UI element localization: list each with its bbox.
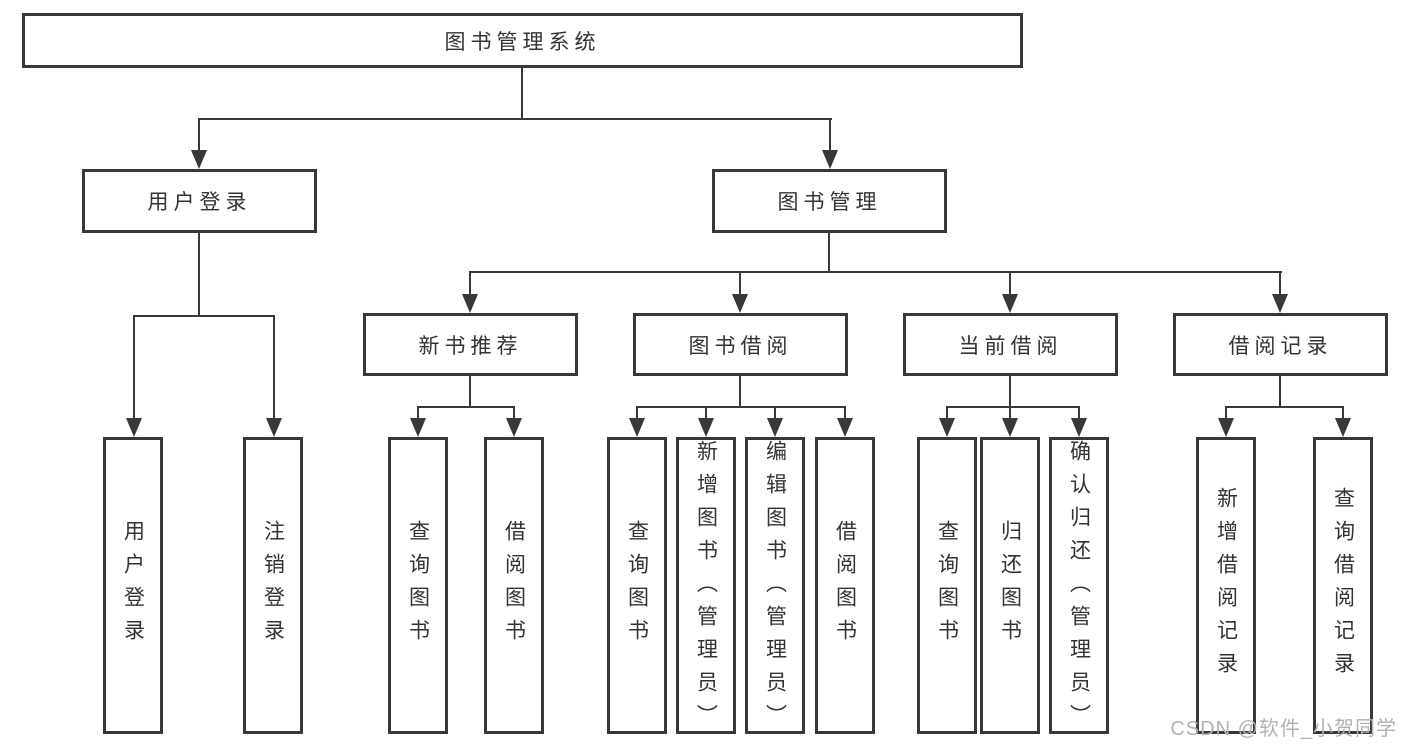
connector-line — [133, 315, 275, 317]
node-label: 查询图书 — [935, 519, 959, 652]
arrow-down-icon — [1335, 418, 1351, 437]
connector-line — [705, 406, 707, 420]
leaf-borrow-books-borrowing: 借阅图书 — [815, 437, 875, 734]
connector-line — [1225, 406, 1227, 420]
arrow-down-icon — [698, 418, 714, 437]
connector-line — [739, 374, 741, 408]
node-label: 查询图书 — [625, 519, 649, 652]
connector-line — [417, 406, 515, 408]
connector-line — [1342, 406, 1344, 420]
connector-line — [513, 406, 515, 420]
leaf-query-borrow-record: 查询借阅记录 — [1313, 437, 1373, 734]
arrow-down-icon — [1071, 418, 1087, 437]
node-label: 新增借阅记录 — [1214, 486, 1238, 685]
connector-line — [1078, 406, 1080, 420]
leaf-confirm-return-admin: 确认归还（管理员） — [1049, 437, 1109, 737]
node-label: 确认归还（管理员） — [1067, 440, 1091, 737]
node-label: 借阅图书 — [502, 519, 526, 652]
leaf-query-books-borrowing: 查询图书 — [607, 437, 667, 734]
watermark: CSDN @软件_小贺同学 — [1170, 718, 1397, 740]
node-book-borrowing: 图书借阅 — [633, 313, 848, 376]
connector-line — [273, 315, 275, 420]
connector-line — [521, 66, 523, 120]
arrow-down-icon — [939, 418, 955, 437]
leaf-logout-login: 注销登录 — [243, 437, 303, 734]
arrow-down-icon — [1272, 294, 1288, 313]
node-library-system: 图书管理系统 — [22, 13, 1023, 68]
connector-line — [1009, 374, 1011, 408]
leaf-add-books-admin: 新增图书（管理员） — [676, 437, 736, 737]
node-label: 图书借阅 — [688, 334, 793, 358]
connector-line — [844, 406, 846, 420]
leaf-query-books-current: 查询图书 — [917, 437, 977, 734]
arrow-down-icon — [732, 294, 748, 313]
node-borrowing-records: 借阅记录 — [1173, 313, 1388, 376]
connector-line — [774, 406, 776, 420]
arrow-down-icon — [629, 418, 645, 437]
leaf-query-books-recommend: 查询图书 — [388, 437, 448, 734]
leaf-borrow-books-recommend: 借阅图书 — [484, 437, 544, 734]
node-label: 注销登录 — [261, 519, 285, 652]
connector-line — [469, 271, 1282, 273]
node-user-login: 用户登录 — [82, 169, 317, 233]
arrow-down-icon — [462, 294, 478, 313]
node-label: 查询图书 — [406, 519, 430, 652]
connector-line — [946, 406, 948, 420]
node-label: 新增图书（管理员） — [694, 440, 718, 737]
arrow-down-icon — [410, 418, 426, 437]
leaf-user-login: 用户登录 — [103, 437, 163, 734]
connector-line — [636, 406, 846, 408]
connector-line — [417, 406, 419, 420]
node-label: 当前借阅 — [958, 334, 1063, 358]
connector-line — [198, 231, 200, 317]
node-label: 编辑图书（管理员） — [763, 440, 787, 737]
node-new-book-recommendation: 新书推荐 — [363, 313, 578, 376]
arrow-down-icon — [837, 418, 853, 437]
connector-line — [198, 118, 832, 120]
connector-line — [829, 118, 831, 152]
leaf-add-borrow-record: 新增借阅记录 — [1196, 437, 1256, 734]
connector-line — [1009, 406, 1011, 420]
connector-line — [739, 271, 741, 296]
node-label: 图书管理 — [777, 191, 882, 214]
node-label: 用户登录 — [121, 519, 145, 652]
connector-line — [1225, 406, 1344, 408]
node-current-borrowing: 当前借阅 — [903, 313, 1118, 376]
leaf-edit-books-admin: 编辑图书（管理员） — [745, 437, 805, 737]
connector-line — [636, 406, 638, 420]
arrow-down-icon — [506, 418, 522, 437]
node-label: 用户登录 — [147, 191, 252, 214]
node-label: 借阅记录 — [1228, 334, 1333, 358]
node-label: 图书管理系统 — [444, 30, 601, 54]
arrow-down-icon — [822, 150, 838, 169]
connector-line — [1279, 374, 1281, 408]
arrow-down-icon — [1002, 418, 1018, 437]
leaf-return-books: 归还图书 — [980, 437, 1040, 734]
connector-line — [469, 374, 471, 408]
arrow-down-icon — [1218, 418, 1234, 437]
connector-line — [469, 271, 471, 296]
node-label: 查询借阅记录 — [1331, 486, 1355, 685]
node-label: 借阅图书 — [833, 519, 857, 652]
node-book-management: 图书管理 — [712, 169, 947, 233]
arrow-down-icon — [767, 418, 783, 437]
connector-line — [1279, 271, 1281, 296]
connector-line — [133, 315, 135, 420]
node-label: 归还图书 — [998, 519, 1022, 652]
connector-line — [198, 118, 200, 152]
arrow-down-icon — [266, 418, 282, 437]
arrow-down-icon — [126, 418, 142, 437]
node-label: 新书推荐 — [418, 334, 523, 358]
connector-line — [828, 231, 830, 273]
arrow-down-icon — [1002, 294, 1018, 313]
connector-line — [946, 406, 1080, 408]
arrow-down-icon — [191, 150, 207, 169]
connector-line — [1009, 271, 1011, 296]
